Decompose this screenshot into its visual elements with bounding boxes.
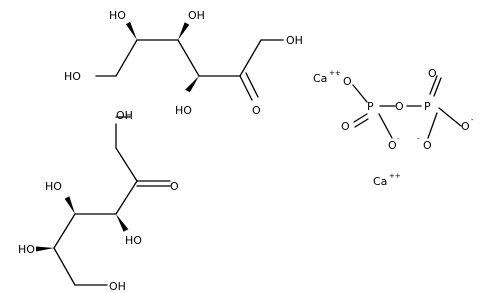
bond (177, 39, 200, 77)
stereo-wedge (178, 22, 190, 40)
bond (433, 77, 442, 97)
oxygen-label: O (388, 139, 397, 152)
negative-charge: - (471, 116, 474, 124)
hydroxyl-label: HO (125, 234, 142, 247)
phosphorus-label: P (424, 100, 431, 113)
positive-charge: ++ (329, 69, 341, 77)
hydroxyl-label: HO (45, 180, 62, 193)
hydroxyl-label: OH (116, 109, 133, 122)
negative-charge: - (397, 135, 400, 143)
bond (352, 84, 368, 103)
stereo-wedge (36, 246, 54, 252)
hydroxyl-label: HO (175, 104, 192, 117)
pyrophosphate-anion: O - P O O O - P O O - O - (337, 67, 474, 152)
oxygen-label: O (341, 120, 350, 133)
calcium-ion: Ca ++ (313, 69, 341, 85)
hydroxyl-label: HO (109, 9, 126, 22)
negative-charge: - (337, 71, 340, 79)
stereo-wedge (185, 76, 199, 93)
bond (353, 113, 368, 123)
bond (115, 39, 138, 77)
positive-charge: ++ (389, 172, 401, 180)
oxygen-label: O (423, 139, 432, 152)
stereo-wedge (125, 21, 137, 40)
negative-charge: - (417, 135, 420, 143)
bond (53, 213, 76, 249)
hydroxyl-label: HO (18, 243, 35, 256)
bond (53, 247, 76, 286)
oxygen-label: O (395, 100, 404, 113)
carbonyl-oxygen-label: O (252, 104, 261, 117)
calcium-ion: Ca ++ (373, 172, 401, 188)
hydroxyl-label: HO (64, 70, 81, 83)
stereo-wedge (64, 196, 75, 214)
phosphorus-label: P (367, 100, 374, 113)
oxygen-label: O (428, 67, 437, 80)
sugar-molecule-bottom: OH O HO HO HO OH (18, 109, 179, 293)
carbonyl-double-bond (245, 72, 259, 98)
bond (115, 180, 138, 215)
calcium-label: Ca (313, 72, 327, 85)
bond (438, 107, 462, 127)
hydroxyl-label: OH (188, 9, 205, 22)
stereo-wedge (116, 214, 129, 232)
bond (354, 118, 369, 128)
bond (427, 112, 438, 139)
bond (429, 75, 438, 95)
hydroxyl-label: OH (286, 34, 303, 47)
hydroxyl-label: OH (109, 280, 126, 293)
oxygen-label: O (461, 120, 470, 133)
sugar-molecule-top: HO HO OH HO O OH (64, 9, 303, 117)
bond (239, 39, 262, 77)
carbonyl-oxygen-label: O (170, 180, 179, 193)
bond (378, 113, 393, 139)
bond (115, 147, 138, 182)
calcium-label: Ca (373, 175, 387, 188)
oxygen-label: O (343, 75, 352, 88)
carbonyl-double-bond (239, 75, 253, 101)
